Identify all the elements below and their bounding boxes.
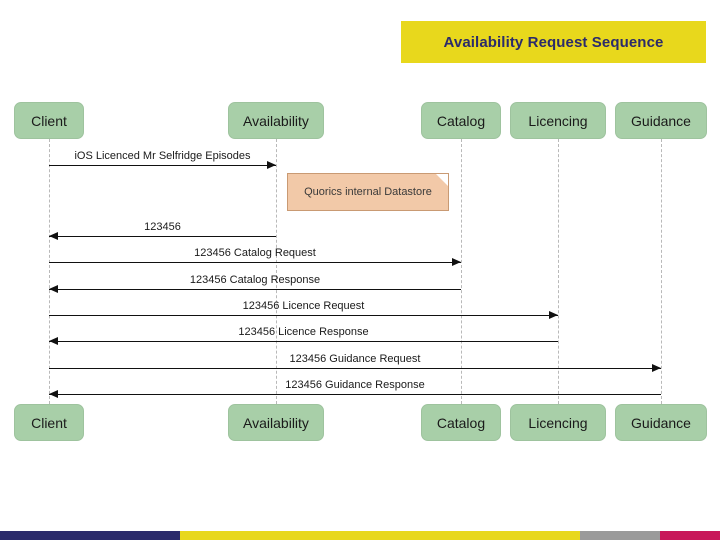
note-folded-corner-icon [436, 174, 448, 186]
actor-label: Licencing [528, 112, 588, 129]
actor-box-availability-top[interactable]: Availability [228, 102, 324, 139]
lifeline-availability [276, 139, 277, 404]
lifeline-catalog [461, 139, 462, 404]
message-arrowhead-left [49, 232, 58, 240]
message-label: 123456 Licence Response [238, 326, 369, 338]
actor-label: Licencing [528, 414, 588, 431]
message-arrowhead-left [49, 390, 58, 398]
message-label: 123456 Licence Request [242, 300, 365, 312]
note-text: Quorics internal Datastore [304, 186, 432, 198]
actor-label: Guidance [631, 112, 691, 129]
actor-box-guidance-top[interactable]: Guidance [615, 102, 707, 139]
title-banner: Availability Request Sequence [401, 21, 706, 63]
message-line [49, 394, 661, 395]
actor-box-client-top[interactable]: Client [14, 102, 84, 139]
actor-box-licencing-bottom[interactable]: Licencing [510, 404, 606, 441]
message-label: 123456 [144, 221, 181, 233]
actor-label: Catalog [436, 414, 486, 431]
message-arrowhead-right [267, 161, 276, 169]
message-label: 123456 Guidance Request [289, 353, 421, 365]
message-arrowhead-right [549, 311, 558, 319]
message-line [49, 368, 661, 369]
actor-box-licencing-top[interactable]: Licencing [510, 102, 606, 139]
message-line [49, 236, 276, 237]
actor-box-client-bottom[interactable]: Client [14, 404, 84, 441]
lifeline-guidance [661, 139, 662, 404]
message-line [49, 341, 558, 342]
actor-label: Availability [243, 112, 309, 129]
actor-box-availability-bottom[interactable]: Availability [228, 404, 324, 441]
message-line [49, 289, 461, 290]
actor-box-catalog-top[interactable]: Catalog [421, 102, 501, 139]
note-box[interactable]: Quorics internal Datastore [287, 173, 449, 211]
message-arrowhead-right [652, 364, 661, 372]
actor-box-catalog-bottom[interactable]: Catalog [421, 404, 501, 441]
message-label: 123456 Guidance Response [285, 379, 425, 391]
actor-label: Guidance [631, 414, 691, 431]
message-line [49, 315, 558, 316]
message-arrowhead-right [452, 258, 461, 266]
footer-bar-1 [180, 531, 580, 540]
actor-label: Catalog [436, 112, 486, 129]
lifeline-client [49, 139, 50, 404]
message-line [49, 262, 461, 263]
lifeline-licencing [558, 139, 559, 404]
message-label: iOS Licenced Mr Selfridge Episodes [74, 150, 251, 162]
footer-bar-0 [0, 531, 180, 540]
actor-label: Availability [243, 414, 309, 431]
message-label: 123456 Catalog Response [189, 274, 321, 286]
message-arrowhead-left [49, 285, 58, 293]
message-line [49, 165, 276, 166]
footer-bar-3 [660, 531, 720, 540]
actor-label: Client [31, 414, 67, 431]
footer-bar-2 [580, 531, 660, 540]
actor-label: Client [31, 112, 67, 129]
page-title: Availability Request Sequence [443, 33, 664, 51]
message-arrowhead-left [49, 337, 58, 345]
actor-box-guidance-bottom[interactable]: Guidance [615, 404, 707, 441]
message-label: 123456 Catalog Request [194, 247, 316, 259]
